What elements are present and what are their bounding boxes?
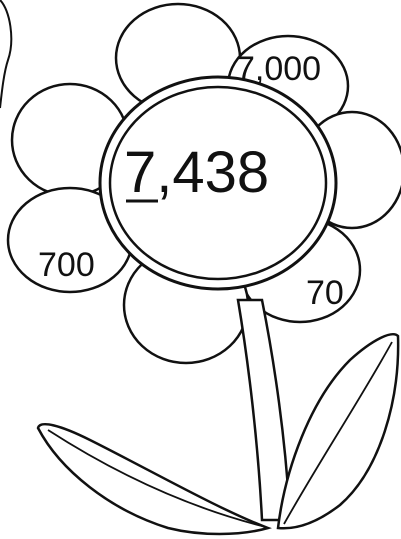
center-number-rest: ,438 [156, 140, 269, 205]
underlined-digit: 7 [124, 140, 156, 205]
stem [238, 300, 290, 520]
petal-answer-bottom-right: 70 [306, 274, 344, 312]
petal-answer-top-right: 7,000 [236, 50, 321, 88]
corner-curve [0, 0, 11, 108]
center-number: 7,438 [124, 140, 269, 205]
petal-answer-left: 700 [38, 246, 95, 284]
